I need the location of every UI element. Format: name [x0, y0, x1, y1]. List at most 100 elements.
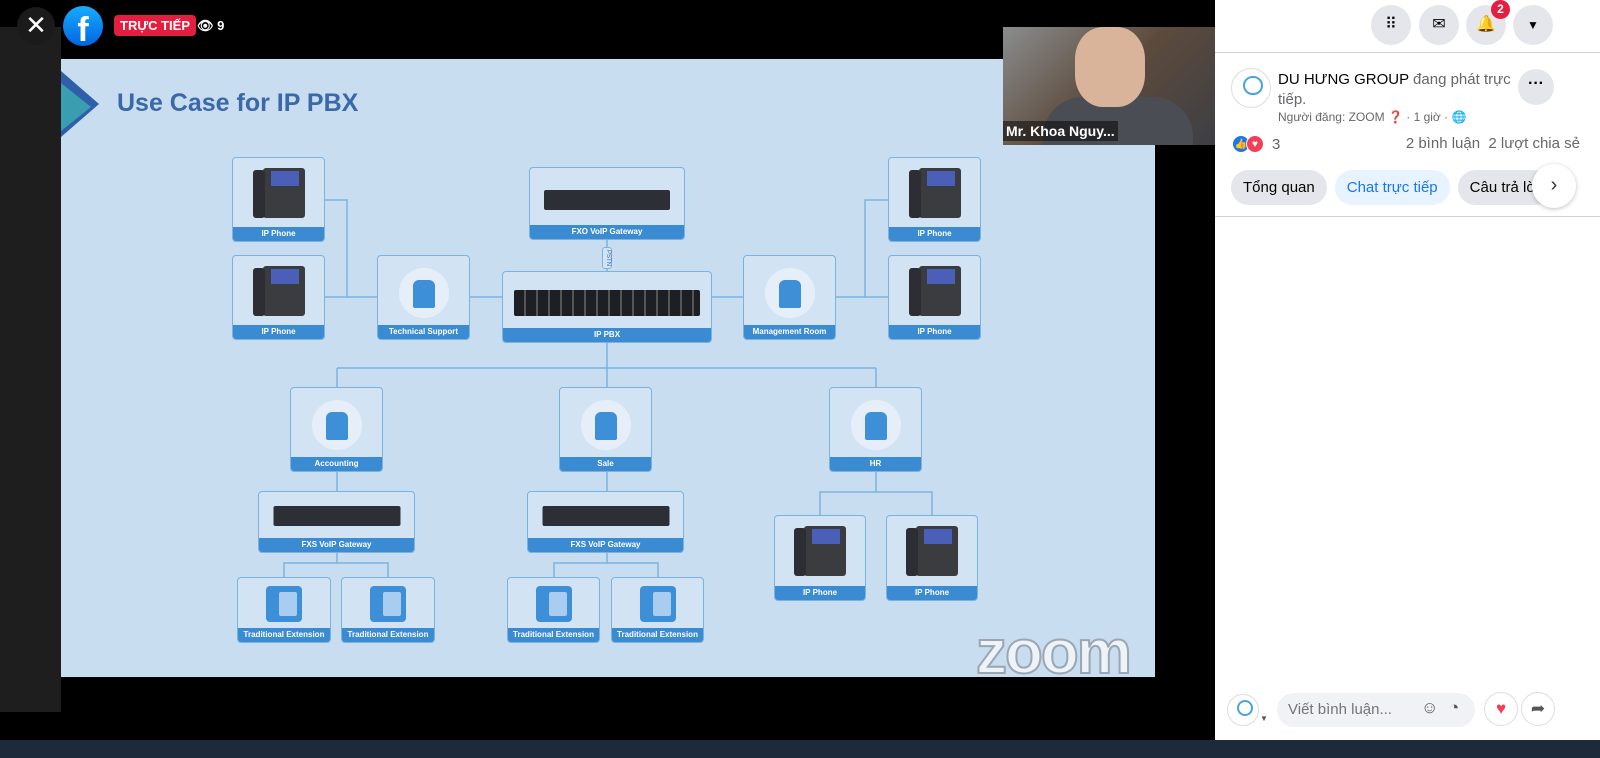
node-label: IP Phone: [233, 227, 324, 241]
illustration-icon: [311, 400, 362, 450]
emoji-icon[interactable]: ☺: [1421, 698, 1439, 717]
slide-title: Use Case for IP PBX: [117, 89, 359, 117]
ip-phone-icon: [906, 526, 958, 576]
reaction-count: 3: [1272, 135, 1281, 153]
viewer-count: 👁 9: [197, 18, 224, 34]
node-ext1: Traditional Extension: [237, 577, 331, 643]
chevron-right-icon[interactable]: ›: [1532, 164, 1576, 208]
gateway-device-icon: [542, 506, 669, 526]
node-label: IP Phone: [233, 325, 324, 339]
node-fxo: FXO VoIP Gateway: [529, 167, 685, 240]
node-label: IP Phone: [887, 586, 977, 600]
facebook-logo[interactable]: f: [63, 6, 103, 46]
node-ip-phone-r1: IP Phone: [888, 157, 981, 242]
node-label: HR: [830, 457, 921, 471]
live-video: ✕ f TRỰC TIẾP 👁 9 Use Case for IP PBX PS…: [0, 6, 1215, 712]
node-mgmt: Management Room: [743, 255, 836, 340]
node-ext4: Traditional Extension: [611, 577, 704, 643]
page-avatar[interactable]: [1231, 68, 1271, 108]
gateway-device-icon: [544, 190, 670, 210]
post-counts: 2 bình luận 2 lượt chia sẻ: [1406, 135, 1580, 152]
node-label: FXS VoIP Gateway: [259, 538, 414, 552]
caret-down-icon[interactable]: ▼: [1260, 714, 1268, 723]
node-ext3: Traditional Extension: [507, 577, 600, 643]
ip-phone-icon: [252, 168, 305, 218]
node-ip-phone-r2: IP Phone: [888, 255, 981, 340]
tab-live-chat[interactable]: Chat trực tiếp: [1334, 170, 1450, 205]
post-status: đang phát trực tiếp.: [1278, 71, 1511, 108]
presentation-slide: Use Case for IP PBX PSTN IP Phone IP Phon…: [61, 59, 1155, 688]
caret-down-icon[interactable]: ▼: [1513, 5, 1553, 45]
desk-phone-icon: [639, 586, 676, 622]
node-label: FXO VoIP Gateway: [530, 225, 684, 239]
node-ip-phone-b1: IP Phone: [774, 515, 866, 601]
node-label: Sale: [560, 457, 651, 471]
sticker-icon[interactable]: ◔: [1449, 698, 1460, 717]
participant-name: Mr. Khoa Nguy...: [1003, 121, 1118, 141]
desk-phone-icon: [370, 586, 406, 622]
divider: [1215, 216, 1600, 217]
ip-phone-icon: [908, 266, 961, 316]
reactions[interactable]: 👍 ♥ 3: [1232, 135, 1280, 153]
illustration-icon: [764, 268, 815, 318]
more-options-button[interactable]: ···: [1518, 69, 1554, 105]
bell-icon[interactable]: 🔔: [1466, 5, 1506, 45]
video-side-area: [0, 27, 61, 712]
post-meta: Người đăng: ZOOM ❓ · 1 giờ · 🌐: [1278, 110, 1466, 124]
ip-phone-icon: [794, 526, 846, 576]
node-fxs2: FXS VoIP Gateway: [527, 491, 684, 553]
node-hr: HR: [829, 387, 922, 472]
node-label: IP Phone: [889, 227, 980, 241]
node-label: IP PBX: [503, 328, 711, 342]
page-name-link[interactable]: DU HƯNG GROUP: [1278, 71, 1409, 88]
desk-phone-icon: [535, 586, 572, 622]
pbx-device-icon: [514, 290, 700, 316]
participant-face: [1075, 27, 1145, 107]
node-fxs1: FXS VoIP Gateway: [258, 491, 415, 553]
node-label: IP Phone: [775, 586, 865, 600]
poster-label: Người đăng: ZOOM: [1278, 110, 1385, 124]
love-react-button[interactable]: ♥: [1484, 692, 1518, 726]
notification-badge: 2: [1491, 0, 1510, 19]
side-panel: ⠿ ✉ 🔔 ▼ DU HƯNG GROUP đang phát trực tiế…: [1215, 0, 1600, 740]
node-label: IP Phone: [889, 325, 980, 339]
comment-input[interactable]: [1277, 693, 1475, 727]
eye-icon: 👁: [197, 18, 214, 33]
gateway-device-icon: [273, 506, 400, 526]
node-label: Management Room: [744, 325, 835, 339]
chevron-decoration: [61, 83, 91, 131]
connector-lines: [283, 199, 933, 577]
node-label: Technical Support: [378, 325, 469, 339]
messenger-icon[interactable]: ✉: [1419, 5, 1459, 45]
desk-phone-icon: [266, 586, 302, 622]
node-label: Traditional Extension: [508, 628, 599, 642]
ip-phone-icon: [252, 266, 305, 316]
node-accounting: Accounting: [290, 387, 383, 472]
love-icon: ♥: [1246, 135, 1264, 153]
node-ip-phone-b2: IP Phone: [886, 515, 978, 601]
commenter-avatar[interactable]: [1227, 694, 1259, 726]
help-icon[interactable]: ❓: [1387, 110, 1403, 124]
illustration-icon: [850, 400, 901, 450]
ip-phone-icon: [908, 168, 961, 218]
participant-video[interactable]: Mr. Khoa Nguy...: [1003, 27, 1215, 145]
live-badge: TRỰC TIẾP: [114, 15, 197, 36]
node-tech: Technical Support: [377, 255, 470, 340]
pstn-label: PSTN: [602, 247, 612, 269]
node-label: Traditional Extension: [342, 628, 434, 642]
tab-overview[interactable]: Tổng quan: [1231, 170, 1327, 205]
shares-count[interactable]: 2 lượt chia sẻ: [1488, 135, 1580, 152]
post-time[interactable]: · 1 giờ ·: [1406, 110, 1449, 124]
taskbar-strip: [0, 740, 1600, 758]
node-ip-phone-l2: IP Phone: [232, 255, 325, 340]
like-icon: 👍: [1232, 135, 1250, 153]
node-label: Traditional Extension: [612, 628, 703, 642]
comments-count[interactable]: 2 bình luận: [1405, 135, 1481, 152]
node-label: Accounting: [291, 457, 382, 471]
menu-grid-icon[interactable]: ⠿: [1371, 5, 1411, 45]
node-sale: Sale: [559, 387, 652, 472]
share-button[interactable]: ➦: [1521, 692, 1555, 726]
close-button[interactable]: ✕: [17, 7, 55, 45]
node-pbx: IP PBX: [502, 271, 712, 343]
zoom-watermark: zoom: [975, 617, 1133, 688]
